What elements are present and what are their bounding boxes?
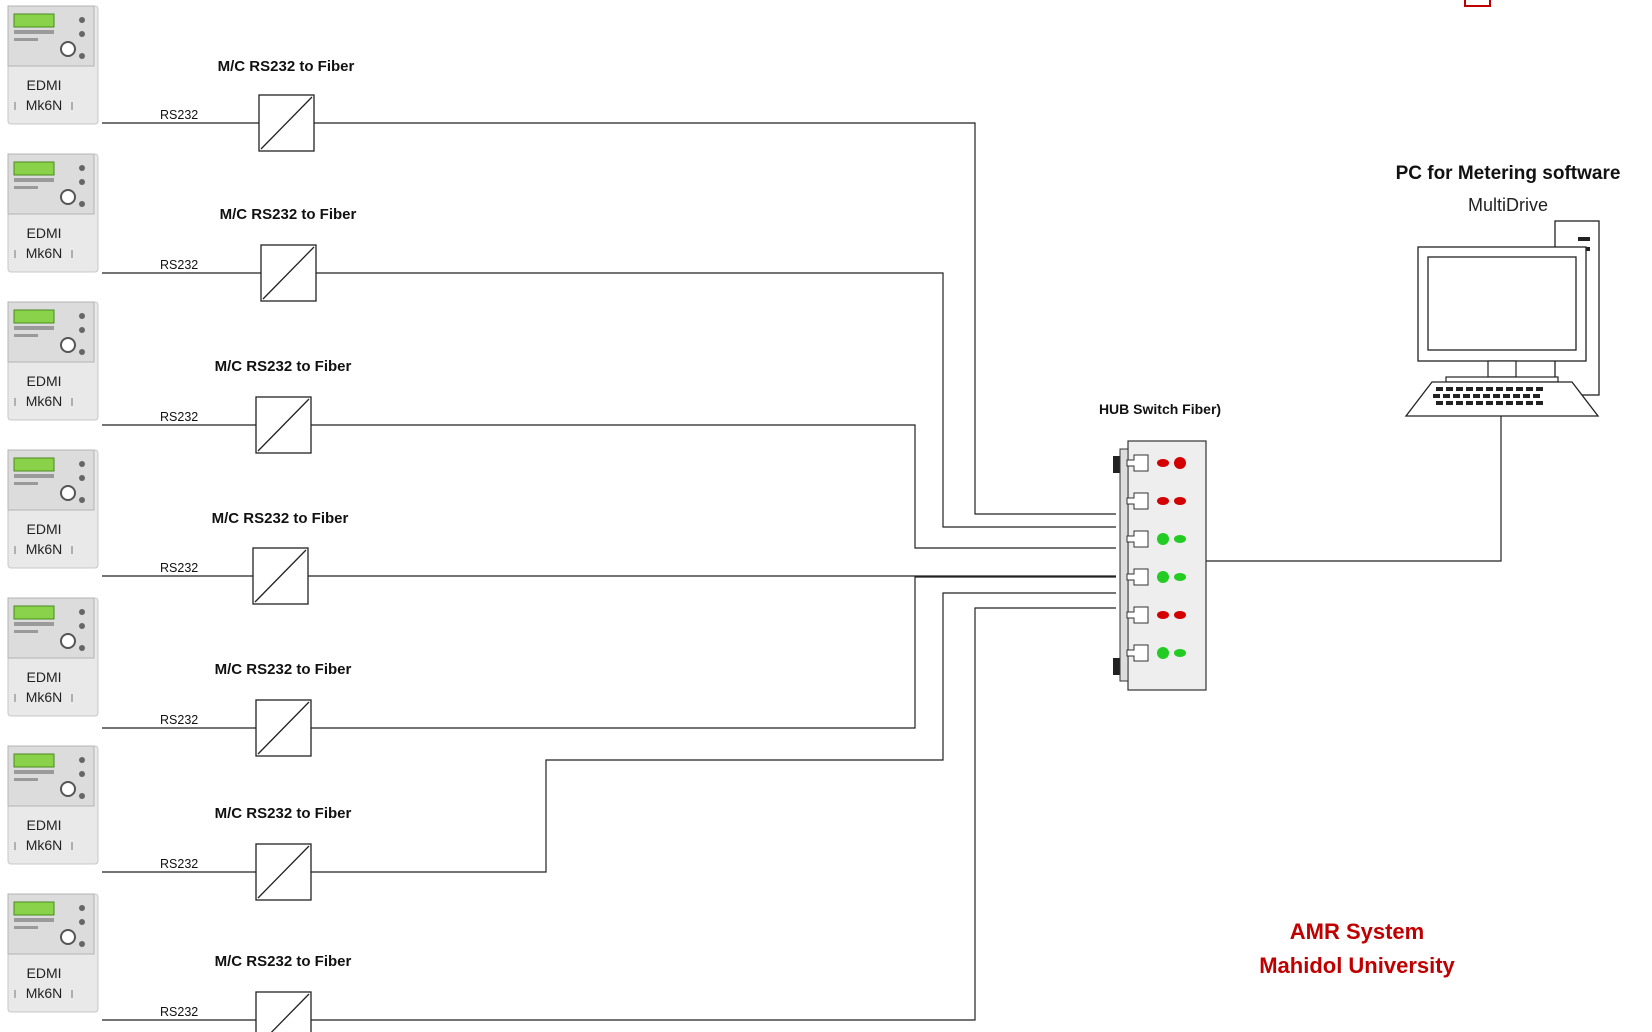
- wires-layer: [102, 122, 1502, 1021]
- fiber-link: [311, 424, 1116, 549]
- port-led: [1157, 647, 1169, 659]
- hub-port: [1126, 492, 1186, 510]
- footer-title: AMR System: [1290, 919, 1424, 944]
- energy-meter: EDMI Mk6N: [7, 449, 99, 569]
- meter-label-line1: EDMI: [27, 373, 62, 389]
- port-led: [1157, 497, 1169, 505]
- fiber-link: [311, 607, 1116, 1021]
- meters-layer: EDMI Mk6N EDMI Mk6N EDMI Mk6N EDMI Mk6N EDMI Mk6N…: [7, 5, 99, 1013]
- port-led: [1157, 533, 1169, 545]
- rs232-label: RS232: [160, 561, 198, 575]
- port-led: [1157, 611, 1169, 619]
- pc-subtitle: MultiDrive: [1468, 195, 1548, 215]
- meter-label-line1: EDMI: [27, 965, 62, 981]
- fiber-link: [311, 592, 1116, 873]
- pc-title: PC for Metering software: [1396, 163, 1621, 184]
- fiber-link: [316, 272, 1116, 528]
- energy-meter: EDMI Mk6N: [7, 153, 99, 273]
- rs232-label: RS232: [160, 258, 198, 272]
- meter-label-line1: EDMI: [27, 77, 62, 93]
- hub-port: [1126, 606, 1186, 624]
- converter-label: M/C RS232 to Fiber: [215, 805, 352, 822]
- port-led: [1157, 459, 1169, 467]
- meter-label-line2: Mk6N: [26, 97, 63, 113]
- meter-label-line2: Mk6N: [26, 837, 63, 853]
- port-led: [1174, 535, 1186, 543]
- meter-label-line2: Mk6N: [26, 985, 63, 1001]
- hub-port: [1126, 454, 1186, 472]
- meter-label-line2: Mk6N: [26, 541, 63, 557]
- meter-label-line1: EDMI: [27, 669, 62, 685]
- meter-label-line1: EDMI: [27, 521, 62, 537]
- meter-label-line1: EDMI: [27, 817, 62, 833]
- fiber-link: [311, 576, 1116, 729]
- energy-meter: EDMI Mk6N: [7, 745, 99, 865]
- meter-label-line2: Mk6N: [26, 393, 63, 409]
- port-led: [1157, 571, 1169, 583]
- port-led: [1174, 573, 1186, 581]
- energy-meter: EDMI Mk6N: [7, 301, 99, 421]
- converter-label: M/C RS232 to Fiber: [212, 510, 349, 527]
- port-led: [1174, 611, 1186, 619]
- rs232-label: RS232: [160, 108, 198, 122]
- meter-label-line1: EDMI: [27, 225, 62, 241]
- hub-label: HUB Switch Fiber): [1099, 401, 1221, 417]
- pc-keyboard: [1404, 381, 1600, 417]
- footer-subtitle: Mahidol University: [1259, 953, 1455, 978]
- port-led: [1174, 497, 1186, 505]
- rs232-label: RS232: [160, 410, 198, 424]
- energy-meter: EDMI Mk6N: [7, 597, 99, 717]
- energy-meter: EDMI Mk6N: [7, 893, 99, 1013]
- logo-fragment: [1464, 0, 1491, 7]
- converter-label: M/C RS232 to Fiber: [218, 58, 355, 75]
- energy-meter: EDMI Mk6N: [7, 5, 99, 125]
- converter-label: M/C RS232 to Fiber: [220, 206, 357, 223]
- pc-workstation: PC for Metering software MultiDrive: [1396, 163, 1621, 417]
- hub-port: [1126, 530, 1186, 548]
- hub-ports: [1126, 454, 1186, 662]
- port-led: [1174, 457, 1186, 469]
- hub-port: [1126, 644, 1186, 662]
- rs232-label: RS232: [160, 857, 198, 871]
- fiber-link: [314, 122, 1116, 515]
- meter-label-line2: Mk6N: [26, 245, 63, 261]
- hub-port: [1126, 568, 1186, 586]
- rs232-label: RS232: [160, 1005, 198, 1019]
- hub-to-pc-link: [1206, 416, 1502, 562]
- converter-label: M/C RS232 to Fiber: [215, 953, 352, 970]
- hub-switch: HUB Switch Fiber): [1099, 401, 1221, 691]
- meter-label-line2: Mk6N: [26, 689, 63, 705]
- port-led: [1174, 649, 1186, 657]
- converter-label: M/C RS232 to Fiber: [215, 661, 352, 678]
- converter-label: M/C RS232 to Fiber: [215, 358, 352, 375]
- rs232-label: RS232: [160, 713, 198, 727]
